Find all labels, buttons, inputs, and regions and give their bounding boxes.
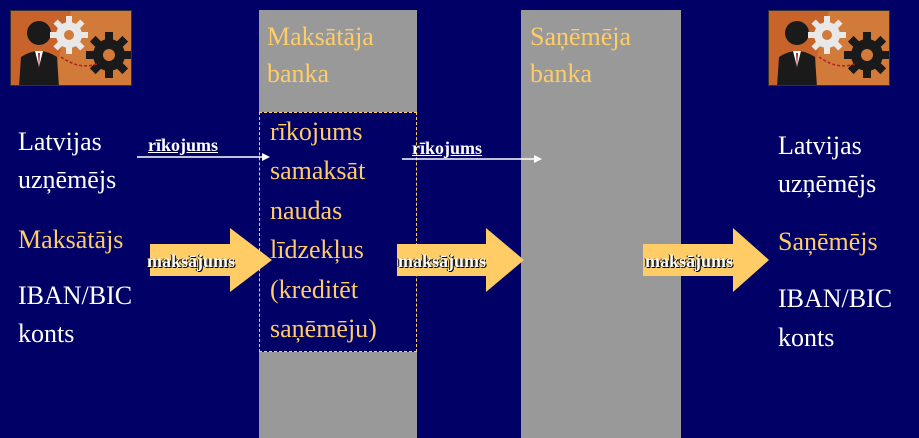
payment-label-1: maksājums xyxy=(147,251,236,271)
payee-role-label: Saņēmējs xyxy=(778,227,878,256)
instruction-line-1: rīkojums xyxy=(270,117,363,146)
payee-bank-title-line-1: Saņēmēja xyxy=(530,22,632,51)
left-company-line-2: uzņēmējs xyxy=(18,165,117,194)
left-company-line-1: Latvijas xyxy=(18,127,102,156)
left-account-line-1: IBAN/BIC xyxy=(18,281,133,310)
right-company-line-2: uzņēmējs xyxy=(778,169,877,198)
payment-label-2: maksājums xyxy=(398,251,487,271)
right-account-line-2: konts xyxy=(778,323,835,352)
instruction-line-5: (kreditēt xyxy=(270,275,359,304)
business-person-gears-icon xyxy=(768,10,890,86)
payer-bank-title-line-2: banka xyxy=(267,59,330,88)
payee-bank-title-line-2: banka xyxy=(530,59,593,88)
order-label-1: rīkojums xyxy=(148,135,219,155)
order-label-2: rīkojums xyxy=(412,138,483,158)
instruction-line-3: naudas xyxy=(270,196,343,225)
right-account-line-1: IBAN/BIC xyxy=(778,284,893,313)
left-account-line-2: konts xyxy=(18,319,75,348)
payer-role-label: Maksātājs xyxy=(18,225,124,254)
business-person-gears-icon xyxy=(10,10,132,86)
payer-bank-title-line-1: Maksātāja xyxy=(267,22,374,51)
payee-bank-column xyxy=(521,10,681,438)
instruction-line-2: samaksāt xyxy=(270,156,366,185)
instruction-line-6: saņēmēju) xyxy=(270,314,377,343)
instruction-line-4: līdzekļus xyxy=(270,235,364,264)
right-company-line-1: Latvijas xyxy=(778,131,862,160)
payment-label-3: maksājums xyxy=(645,251,734,271)
